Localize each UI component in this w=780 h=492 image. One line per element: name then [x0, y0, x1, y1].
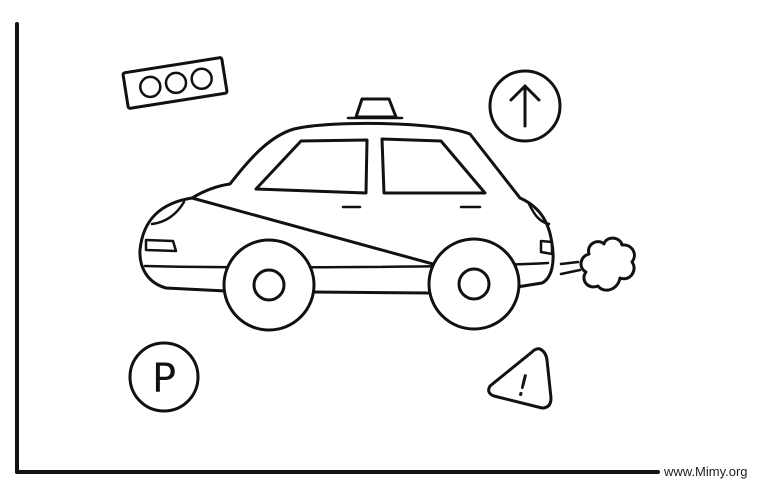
- taxi-roof-sign: [354, 97, 398, 119]
- arrow-up-circle-icon: [488, 69, 562, 143]
- exhaust-smoke-icon: [559, 236, 636, 292]
- taxi-car-icon: [138, 97, 555, 332]
- car-front-wheel: [222, 238, 316, 332]
- warning-triangle-icon: !: [487, 347, 553, 410]
- car-front-window: [254, 138, 369, 195]
- parking-sign-letter: P: [152, 356, 176, 402]
- parking-sign-icon: P: [128, 341, 200, 413]
- car-rear-window: [380, 137, 487, 195]
- page-frame: [15, 22, 660, 474]
- traffic-light-icon: [121, 56, 229, 110]
- car-tail-light: [527, 202, 551, 226]
- car-rear-wheel: [427, 237, 521, 331]
- warning-mark: !: [513, 368, 533, 405]
- car-headlight: [150, 200, 186, 226]
- watermark-text: www.Mimy.org: [664, 464, 748, 479]
